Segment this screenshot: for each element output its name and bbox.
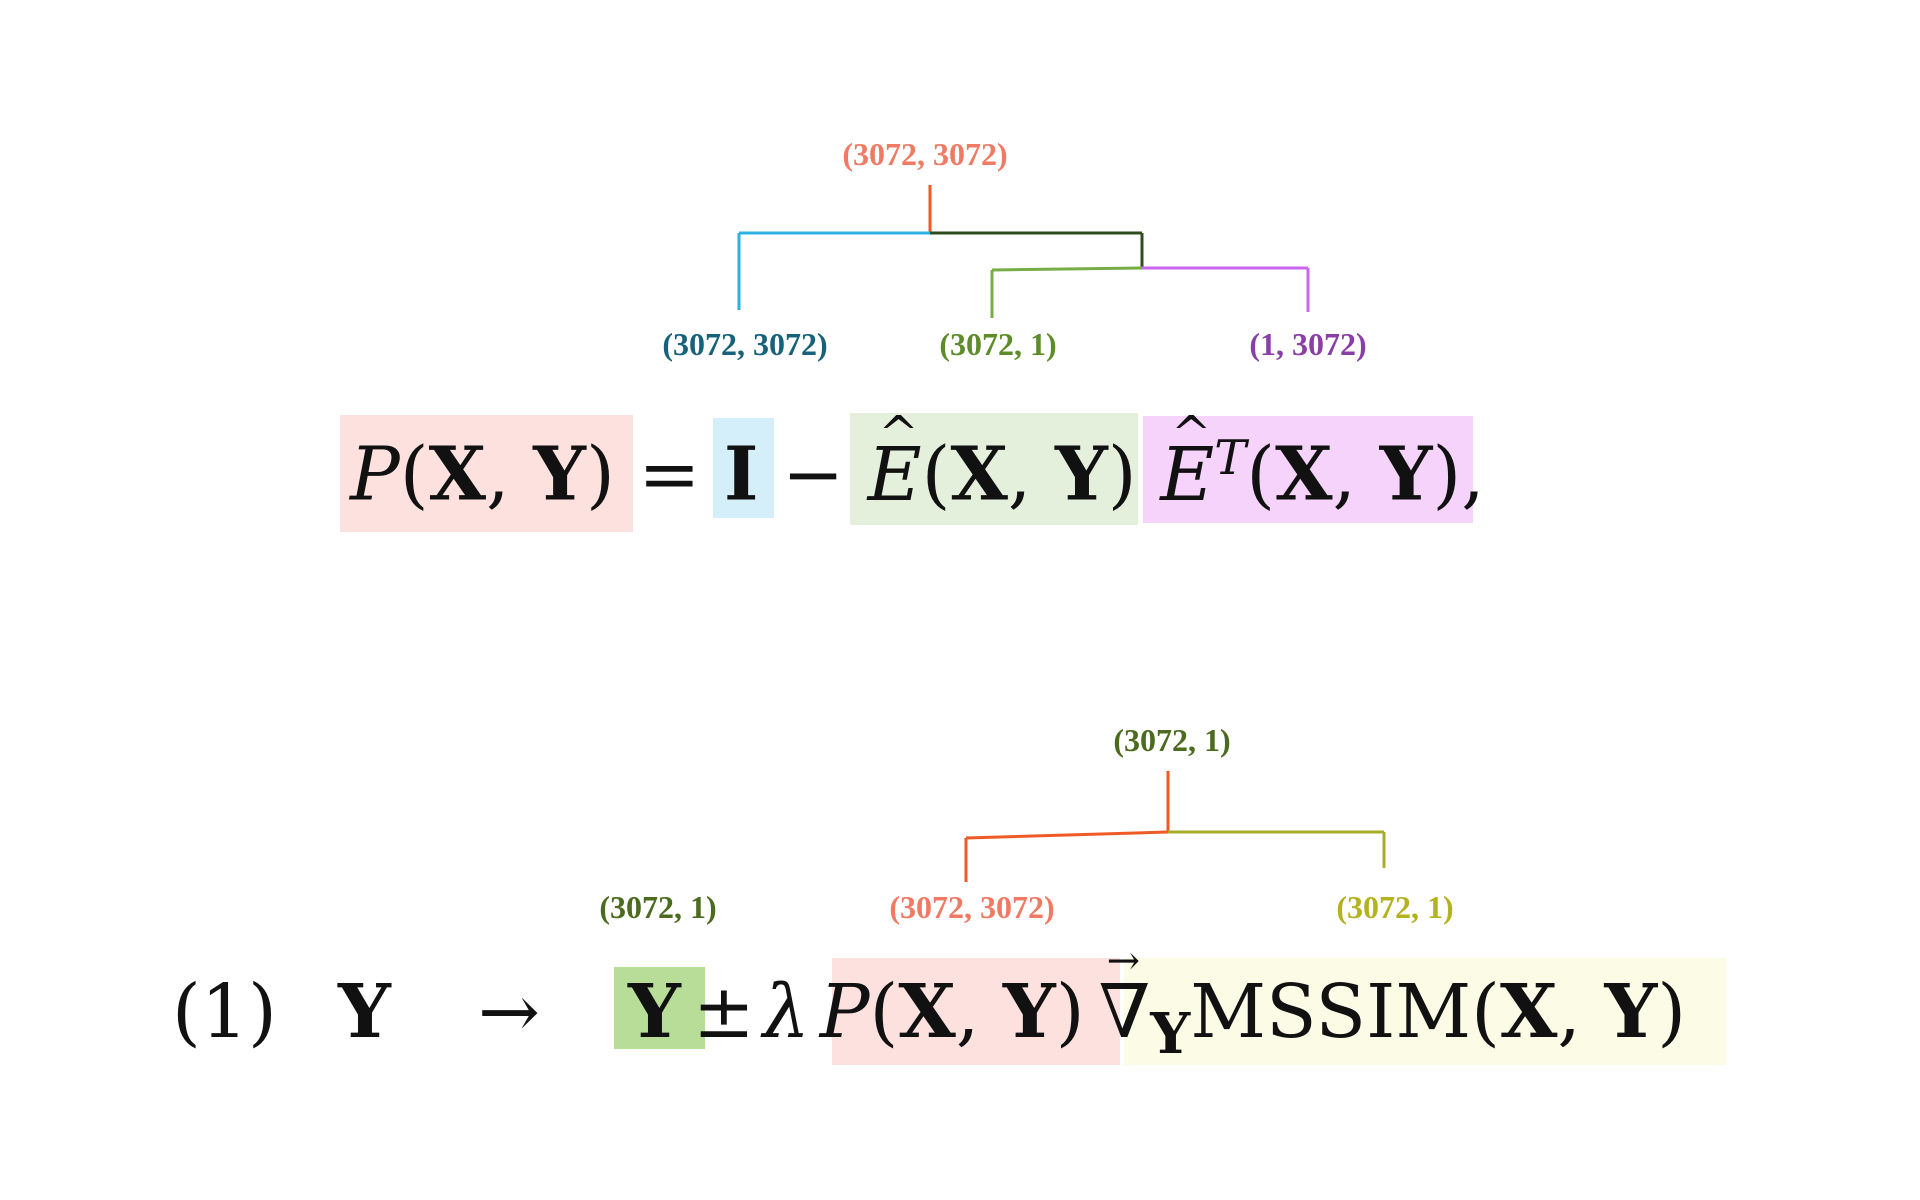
- equals-sign: =: [614, 431, 724, 518]
- comma: ,: [1007, 431, 1055, 518]
- paren-open: (: [1246, 431, 1276, 518]
- bottom-left-bar: [965, 830, 1169, 840]
- comma: ,: [486, 431, 534, 518]
- paren-open: (: [921, 431, 951, 518]
- top-root-dim: (3072, 3072): [842, 136, 1008, 172]
- Y-symbol: Y: [1054, 431, 1108, 518]
- update-equation: Y±λP(X, Y)∇YMSSIM(X, Y): [628, 941, 1686, 1062]
- comma: ,: [1557, 969, 1605, 1055]
- paren-close: ): [1107, 431, 1137, 518]
- paren-close: ): [1055, 969, 1085, 1055]
- transpose-superscript: T: [1214, 430, 1247, 486]
- highlight-P-bottom: [832, 958, 1120, 1065]
- X-symbol: X: [1275, 431, 1333, 518]
- projection-equation: P(X, Y) = I − E(X, Y) ET(X, Y),: [350, 434, 1485, 512]
- top-ehat-dim: (3072, 1): [939, 326, 1057, 362]
- bottom-grad-dim: (3072, 1): [1336, 889, 1454, 925]
- comma: ,: [955, 969, 1003, 1055]
- identity-symbol: I: [723, 431, 759, 518]
- bottom-P-dim: (3072, 3072): [889, 889, 1055, 925]
- EhatT-symbol: E: [1160, 438, 1214, 512]
- top-ehat-bar: [991, 266, 1143, 272]
- paren-close: ): [585, 431, 615, 518]
- update-Y-target: Y: [338, 969, 391, 1055]
- top-identity-dim: (3072, 3072): [662, 326, 828, 362]
- P-symbol: P: [819, 969, 870, 1055]
- plus-minus: ±: [692, 969, 755, 1055]
- Y-symbol: Y: [1604, 969, 1658, 1055]
- highlight-I: [713, 418, 774, 518]
- update-arrow: →: [478, 969, 541, 1055]
- highlight-gradient: [1124, 958, 1726, 1065]
- paren-open: (: [1471, 969, 1500, 1055]
- X-symbol: X: [950, 431, 1008, 518]
- gradient-subscript: Y: [1150, 1000, 1191, 1067]
- highlight-P: [340, 415, 633, 532]
- Y-symbol: Y: [1379, 431, 1433, 518]
- paren-open: (: [869, 969, 899, 1055]
- update-equation-number: (1): [172, 969, 277, 1055]
- Ehat-symbol: E: [868, 438, 922, 512]
- mssim-operator: MSSIM: [1190, 969, 1472, 1055]
- trailing-comma: ,: [1461, 431, 1485, 518]
- top-ehatT-dim: (1, 3072): [1249, 326, 1367, 362]
- X-symbol: X: [1500, 969, 1558, 1055]
- paren-open: (: [399, 431, 429, 518]
- bottom-y-dim: (3072, 1): [599, 889, 717, 925]
- nabla-symbol: ∇: [1099, 941, 1151, 1049]
- lambda-symbol: λ: [762, 969, 810, 1055]
- paren-close: ): [1432, 431, 1462, 518]
- comma: ,: [1332, 431, 1380, 518]
- Y-symbol: Y: [628, 969, 681, 1055]
- bottom-root-dim: (3072, 1): [1113, 722, 1231, 758]
- Y-symbol: Y: [533, 431, 586, 518]
- Y-symbol: Y: [1002, 969, 1056, 1055]
- minus-sign: −: [758, 431, 868, 518]
- P-symbol: P: [350, 431, 400, 518]
- paren-close: ): [1657, 969, 1687, 1055]
- X-symbol: X: [428, 431, 487, 518]
- X-symbol: X: [898, 969, 956, 1055]
- highlight-Y-strong: [614, 967, 705, 1049]
